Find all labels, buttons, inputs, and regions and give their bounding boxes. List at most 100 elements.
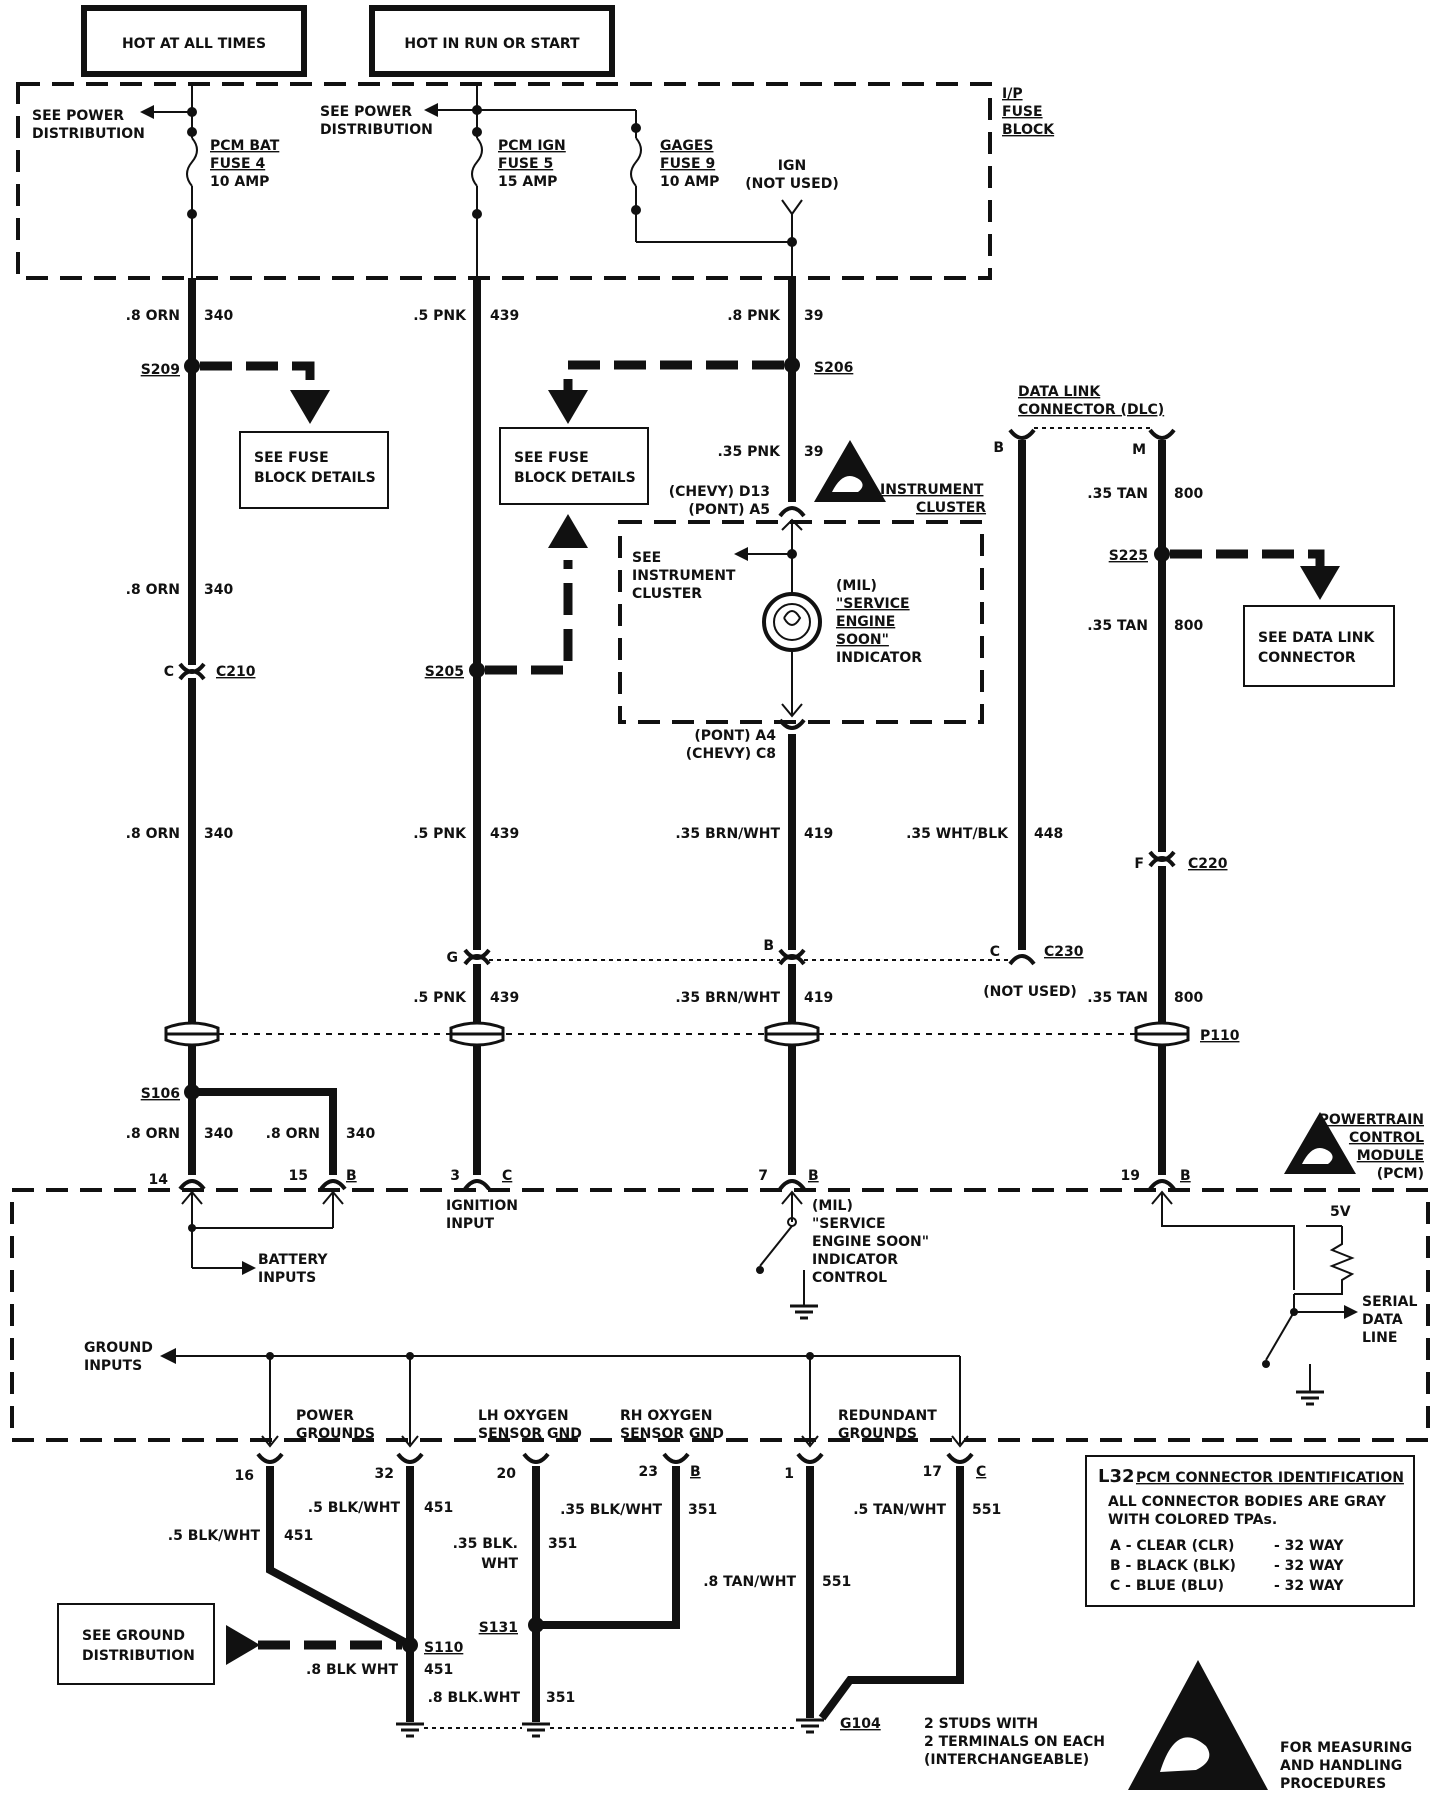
power-grounds-1: POWER xyxy=(296,1408,354,1424)
cluster-see-3: CLUSTER xyxy=(632,586,702,602)
pcm-pin-23-conn: B xyxy=(690,1464,701,1480)
cluster-title-1: INSTRUMENT xyxy=(880,482,984,498)
wire-label: .5 BLK/WHT xyxy=(168,1528,261,1544)
esd-line2: AND HANDLING xyxy=(1280,1758,1402,1774)
circuit-label: 39 xyxy=(804,308,823,324)
splice-s225-label: S225 xyxy=(1109,548,1148,564)
see-dlc-line1: SEE DATA LINK xyxy=(1258,630,1375,646)
esd-line3: PROCEDURES xyxy=(1280,1776,1386,1792)
ign-line2: (NOT USED) xyxy=(745,176,838,192)
serial-data-2: DATA xyxy=(1362,1312,1403,1328)
fuse-block-label-3: BLOCK xyxy=(1002,122,1055,138)
splice-s225-dot xyxy=(1154,546,1170,562)
wire-label: .8 ORN xyxy=(126,1126,180,1142)
redundant-grounds-1: REDUNDANT xyxy=(838,1408,937,1424)
circuit-label: 419 xyxy=(804,826,833,842)
wire-label: .8 PNK xyxy=(727,308,781,324)
circuit-label: 340 xyxy=(204,582,233,598)
studs-line2: 2 TERMINALS ON EACH xyxy=(924,1734,1105,1750)
ign-line1: IGN xyxy=(778,158,806,174)
pcm-title-3: MODULE xyxy=(1357,1148,1424,1164)
cluster-mil-1: (MIL) xyxy=(836,578,877,594)
pcm-pin-15: 15 xyxy=(289,1168,308,1184)
cluster-mil-3: ENGINE xyxy=(836,614,895,630)
esd-line1: FOR MEASURING xyxy=(1280,1740,1412,1756)
pcm-mil-1: (MIL) xyxy=(812,1198,853,1214)
hot-in-run-box xyxy=(369,5,615,77)
conn-id-row1-a: A - CLEAR (CLR) xyxy=(1110,1538,1234,1554)
circuit-label: 800 xyxy=(1174,618,1203,634)
c230-label: C230 xyxy=(1044,944,1084,960)
cluster-see-1: SEE xyxy=(632,550,661,566)
instrument-cluster-outline xyxy=(618,520,984,724)
fuse-block-label-2: FUSE xyxy=(1002,104,1043,120)
dlc-title-2: CONNECTOR (DLC) xyxy=(1018,402,1164,418)
pcm-pin-7: 7 xyxy=(758,1168,768,1184)
redundant-grounds-2: GROUNDS xyxy=(838,1426,917,1442)
studs-line3: (INTERCHANGEABLE) xyxy=(924,1752,1089,1768)
hot-at-all-times-box xyxy=(81,5,307,77)
circuit-label: 451 xyxy=(424,1662,453,1678)
splice-s110-dot xyxy=(402,1637,418,1653)
cluster-mil-2: "SERVICE xyxy=(836,596,910,612)
c210-pin-label: C xyxy=(164,664,174,680)
battery-inputs-1: BATTERY xyxy=(258,1252,328,1268)
s205-arrow-line xyxy=(485,560,573,675)
c230-not-used: (NOT USED) xyxy=(983,984,1076,1000)
battery-inputs-2: INPUTS xyxy=(258,1270,316,1286)
fuse5-line2: FUSE 5 xyxy=(498,156,553,172)
wire-label: .35 TAN xyxy=(1087,990,1148,1006)
c220-label: C220 xyxy=(1188,856,1228,872)
conn-id-title-b: PCM CONNECTOR IDENTIFICATION xyxy=(1136,1470,1404,1486)
dlc-pin-b: B xyxy=(993,440,1004,456)
circuit-label: 800 xyxy=(1174,990,1203,1006)
wire-label: WHT xyxy=(481,1556,518,1572)
conn-id-row3-b: - 32 WAY xyxy=(1274,1578,1344,1594)
wire-label: .35 BRN/WHT xyxy=(675,826,780,842)
fuse-details-1-line2: BLOCK DETAILS xyxy=(254,470,376,486)
see-dlc-line2: CONNECTOR xyxy=(1258,650,1356,666)
g104-label: G104 xyxy=(840,1716,881,1732)
cluster-bottom-pin-1: (PONT) A4 xyxy=(694,728,776,744)
pcm-mil-4: INDICATOR xyxy=(812,1252,898,1268)
pcm-pin-19-conn: B xyxy=(1180,1168,1191,1184)
conn-id-title-a: L32 xyxy=(1098,1466,1135,1487)
power-grounds-2: GROUNDS xyxy=(296,1426,375,1442)
wire-label: .8 TAN/WHT xyxy=(703,1574,796,1590)
wire-label: .35 PNK xyxy=(717,444,781,460)
circuit-label: 340 xyxy=(204,826,233,842)
s209-arrow-line xyxy=(200,361,315,390)
cluster-title-2: CLUSTER xyxy=(916,500,986,516)
pcm-mil-3: ENGINE SOON" xyxy=(812,1234,929,1250)
pcm-pin-1: 1 xyxy=(784,1466,794,1482)
see-power-1-line1: SEE POWER xyxy=(32,108,124,124)
pcm-title-4: (PCM) xyxy=(1377,1166,1424,1182)
splice-s205-dot xyxy=(469,662,485,678)
c210-label: C210 xyxy=(216,664,256,680)
esd-warning-icon xyxy=(1128,1660,1268,1790)
see-power-2-line2: DISTRIBUTION xyxy=(320,122,433,138)
circuit-label: 551 xyxy=(972,1502,1001,1518)
cluster-mil-4: SOON" xyxy=(836,632,889,648)
cluster-top-pin-1: (CHEVY) D13 xyxy=(669,484,770,500)
splice-s209-label: S209 xyxy=(141,362,180,378)
wire-label: .5 BLK/WHT xyxy=(308,1500,401,1516)
fuse4-line2: FUSE 4 xyxy=(210,156,265,172)
g-pin-label: G xyxy=(447,950,459,966)
wire-label: .5 PNK xyxy=(413,990,467,1006)
pcm-pin-17-conn: C xyxy=(976,1464,986,1480)
rh-oxygen-2: SENSOR GND xyxy=(620,1426,724,1442)
pcm-5v: 5V xyxy=(1330,1204,1351,1220)
splice-s106-label: S106 xyxy=(141,1086,180,1102)
pullup-resistor xyxy=(1294,1226,1355,1295)
pcm-pin-17: 17 xyxy=(923,1464,942,1480)
fuse-details-2-line2: BLOCK DETAILS xyxy=(514,470,636,486)
circuit-label: 351 xyxy=(548,1536,577,1552)
pcm-pin-32: 32 xyxy=(375,1466,394,1482)
dlc-pin-m: M xyxy=(1132,442,1146,458)
wire-label: .8 ORN xyxy=(126,826,180,842)
studs-line1: 2 STUDS WITH xyxy=(924,1716,1038,1732)
fuse4-line1: PCM BAT xyxy=(210,138,280,154)
